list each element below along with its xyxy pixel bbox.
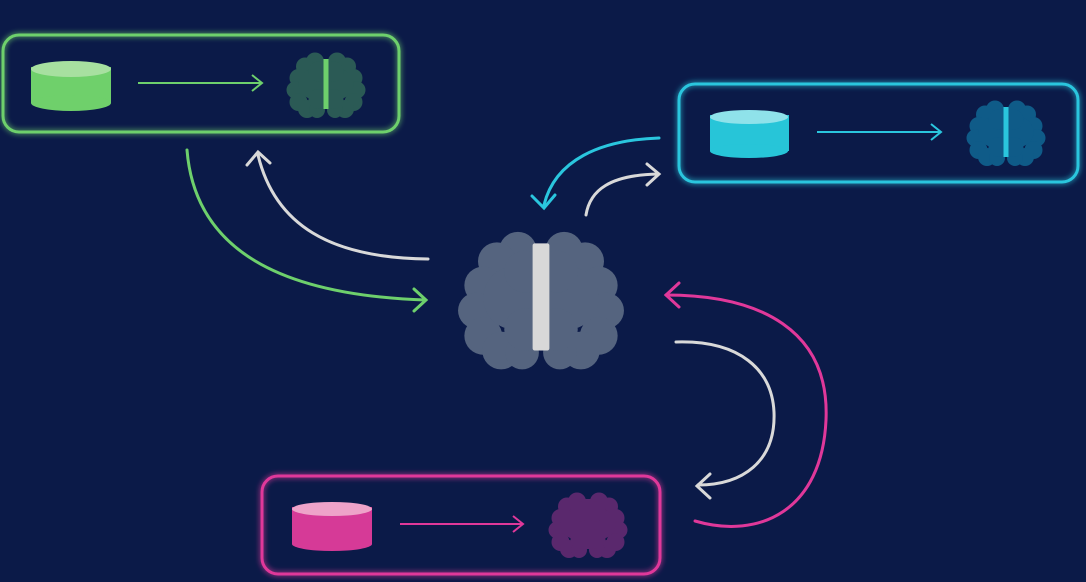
arrow-central-to-pink — [674, 340, 776, 500]
green-client-border — [1, 33, 401, 134]
brain-icon — [548, 492, 628, 558]
database-icon — [710, 110, 789, 158]
green-client-box — [1, 33, 401, 134]
pink-client-border — [260, 474, 662, 576]
arrow-green-to-central — [185, 148, 429, 313]
pink-client-box — [260, 474, 662, 576]
database-icon — [31, 61, 111, 111]
brain-icon — [966, 100, 1046, 166]
cyan-client-box — [677, 82, 1080, 184]
brain-icon — [286, 52, 366, 118]
arrow-pink-to-central — [663, 281, 828, 528]
central-brain-icon — [458, 231, 624, 370]
arrow-right-icon — [817, 123, 943, 141]
arrow-cyan-to-central — [530, 136, 661, 211]
arrow-right-icon — [138, 74, 264, 92]
arrow-central-to-cyan — [584, 162, 662, 217]
cyan-client-border — [677, 82, 1080, 184]
arrow-right-icon — [400, 515, 525, 533]
database-icon — [292, 502, 372, 551]
central-brain-divider — [532, 243, 550, 351]
arrow-central-to-green — [245, 149, 430, 261]
